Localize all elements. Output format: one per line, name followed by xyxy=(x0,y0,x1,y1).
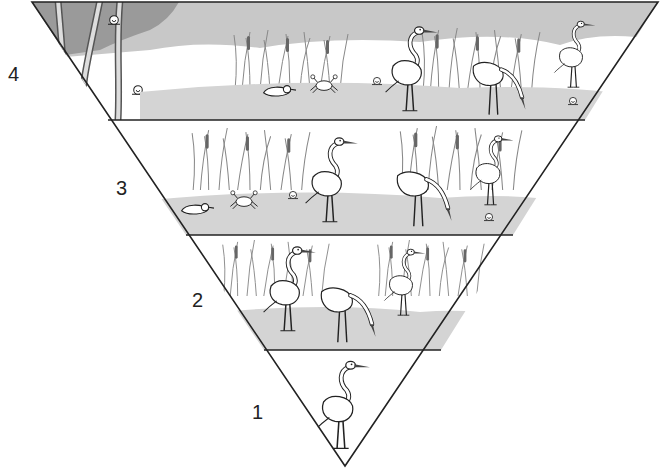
callout-number: 3 xyxy=(116,178,127,198)
callout-number: 1 xyxy=(252,402,263,422)
callout-number: 2 xyxy=(192,290,203,310)
callout-number: 4 xyxy=(8,64,19,84)
